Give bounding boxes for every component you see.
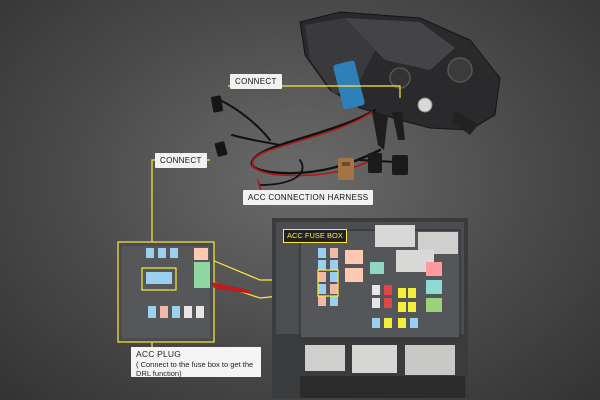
harness-label: ACC CONNECTION HARNESS [243,190,374,205]
harness-connector-brown [338,158,354,180]
harness-small-plug-2 [214,141,228,157]
fuse-box-label: ACC FUSE BOX [283,229,347,243]
connect-label-top: CONNECT [230,74,282,89]
harness-small-plug [210,95,224,113]
acc-plug-callout: ACC PLUG ( Connect to the fuse box to ge… [131,347,261,378]
acc-plug-title: ACC PLUG [136,349,182,359]
fuse-box-inset-photo [117,241,252,343]
connect-label-left: CONNECT [155,153,207,168]
harness-connector-black-2 [392,155,408,175]
wiring-harness [219,99,396,196]
fuse-box-photo [272,218,468,398]
acc-plug-description: ( Connect to the fuse box to get the DRL… [136,360,254,378]
harness-connector-black-1 [368,153,382,173]
headlight-assembly [299,11,501,150]
